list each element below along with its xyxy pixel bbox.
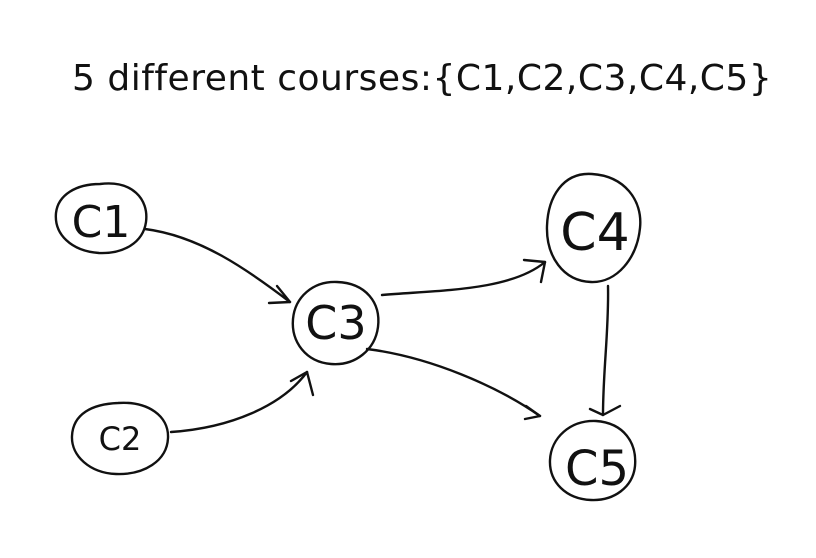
edge-c1-c3 [143, 227, 292, 305]
node-c5: C5 [548, 419, 637, 502]
edge-c3-c5 [365, 347, 542, 421]
node-c2: C2 [70, 401, 170, 476]
node-c2-label: C2 [99, 420, 142, 458]
node-c3: C3 [291, 280, 380, 366]
edge-c3-c5-line [365, 347, 542, 418]
edge-c3-c4-line [380, 260, 547, 297]
node-c1: C1 [54, 182, 148, 255]
edge-c4-c5 [588, 284, 622, 417]
edge-c2-c3 [169, 370, 315, 434]
node-c4-label: C4 [560, 203, 629, 263]
edge-c3-c4 [380, 258, 547, 297]
edge-c2-c3-line [169, 370, 309, 434]
node-c3-label: C3 [305, 296, 366, 350]
node-c4-outline [545, 172, 642, 284]
edge-c4-c5-arrowhead [588, 404, 622, 417]
node-c5-outline [548, 419, 637, 502]
edge-c1-c3-line [143, 227, 292, 304]
edge-c1-c3-arrowhead [267, 284, 292, 305]
edge-c4-c5-line [601, 284, 610, 417]
edge-c3-c4-arrowhead [522, 258, 547, 284]
node-c4: C4 [545, 172, 642, 284]
edge-c3-c5-arrowhead [523, 404, 542, 421]
edge-c2-c3-arrowhead [289, 370, 315, 397]
node-c1-label: C1 [72, 197, 131, 248]
node-c2-outline [70, 401, 170, 476]
node-c3-outline [291, 280, 380, 366]
node-c5-label: C5 [565, 441, 629, 497]
diagram-title: 5 different courses:{C1,C2,C3,C4,C5} [72, 58, 772, 99]
node-c1-outline [54, 182, 148, 255]
